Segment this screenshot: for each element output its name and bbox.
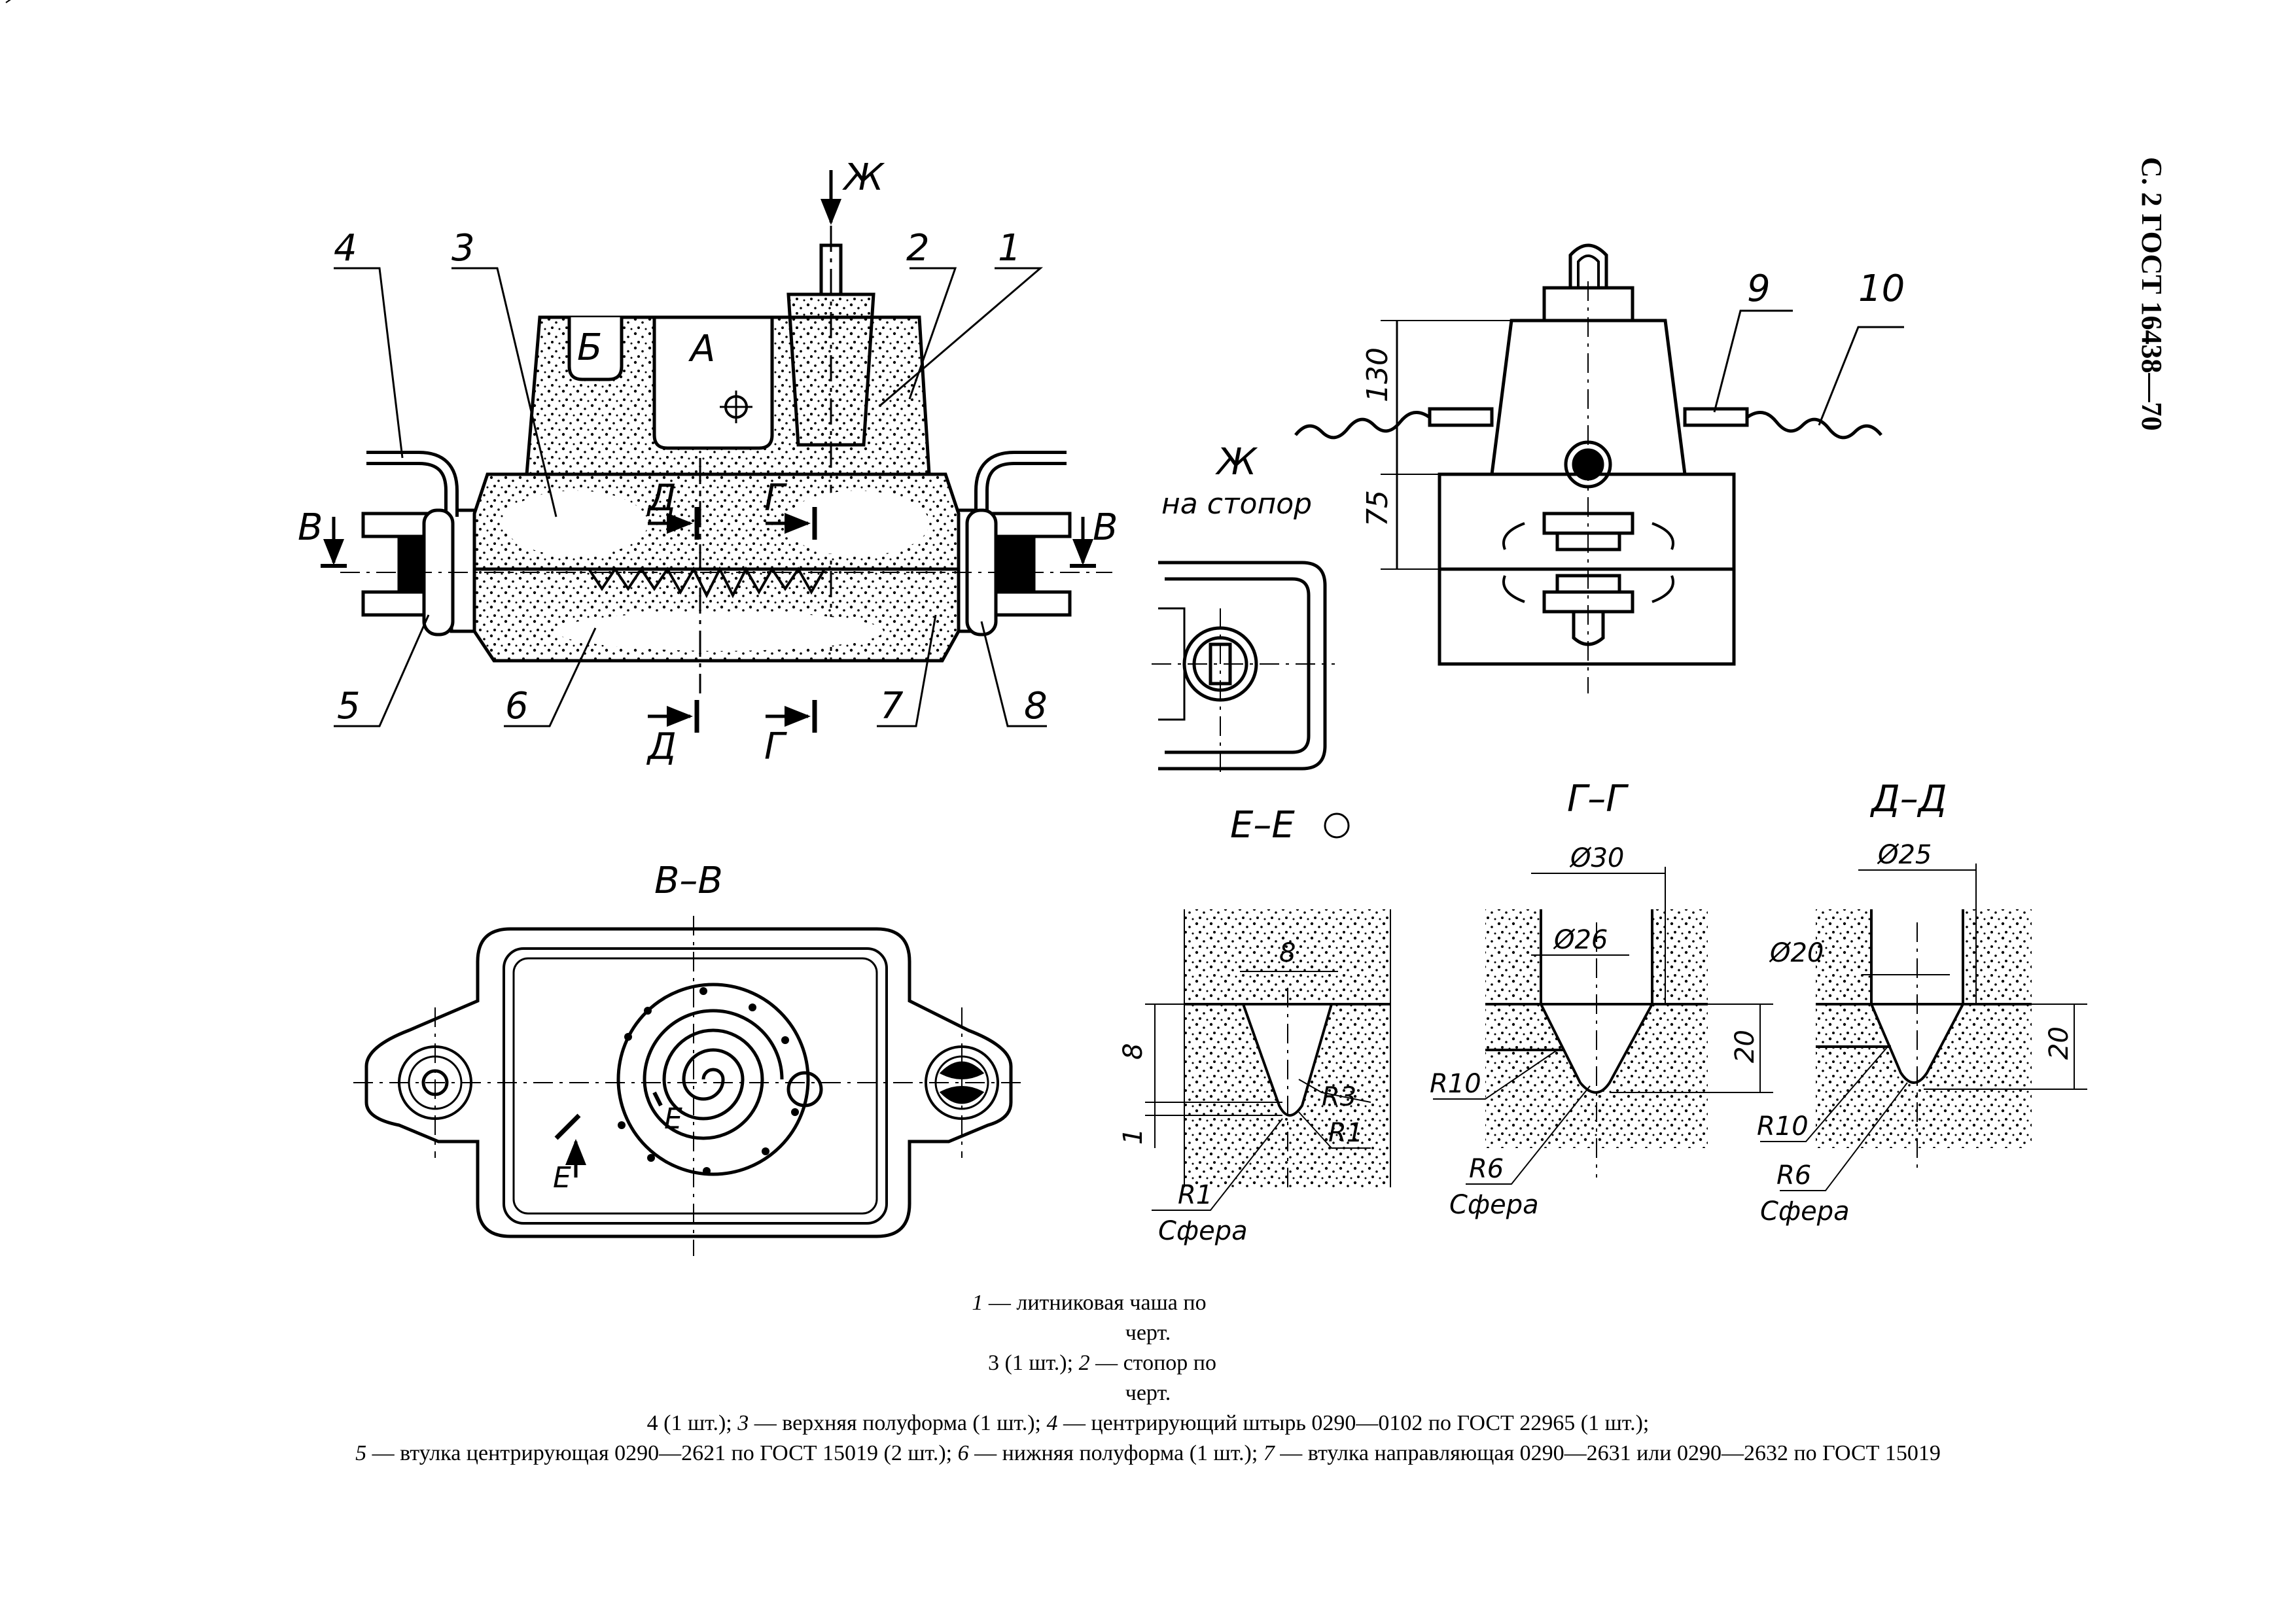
dim-dd-r10: R10 [1757,1111,1809,1142]
dim-75: 75 [1361,490,1394,527]
section-dd [1760,864,2087,1191]
dim-ee-1: 1 [1118,1128,1148,1145]
side-view-labels: 9 10 130 75 Ж на стопор [1161,268,1905,527]
dim-dd-sphere: Сфера [1760,1196,1850,1227]
section-vv-title: В–В [654,860,723,902]
dim-gg-r10: R10 [1430,1069,1481,1099]
main-view-labels: 4 3 2 1 Ж Б А В В Д Г Д Г 5 6 7 8 [298,156,1118,768]
label-d-top: Д [646,477,677,519]
dim-gg-20: 20 [1730,1030,1760,1063]
section-vv-labels: В–В E E [553,860,723,1195]
dim-ee-8-height: 8 [1118,1043,1148,1060]
section-gg-title: Г–Г [1567,778,1629,820]
label-zh: Ж [842,156,885,199]
label-g-top: Г [764,477,787,519]
dim-dd-r6: R6 [1776,1161,1811,1191]
label-1: 1 [998,227,1021,270]
dim-130: 130 [1361,347,1394,402]
label-4: 4 [334,227,357,270]
label-g-bottom: Г [764,725,787,768]
section-dd-labels: Д–Д Ø25 Ø20 20 R10 R6 Сфера [1757,778,2074,1227]
dim-dd-d25: Ø25 [1877,840,1932,870]
label-10: 10 [1858,268,1905,310]
view-zh [1152,561,1335,772]
dim-ee-8-width: 8 [1279,938,1296,968]
label-a: А [688,328,715,370]
label-e-inner: E [664,1102,682,1136]
label-b: Б [577,326,602,369]
section-vv [353,916,1027,1256]
caption-line-1: 1 — литниковая чаша по [972,1291,1207,1315]
dim-dd-d20: Ø20 [1769,938,1824,968]
caption-line-6: 5 — втулка центрирующая 0290—2621 по ГОС… [355,1441,1941,1465]
label-e-left: E [553,1161,571,1195]
section-ee-labels: Е–Е 8 8 1 R3 R1 R1 Сфера [1118,804,1363,1246]
view-zh-title: Ж [1215,441,1258,483]
dim-ee-r1: R1 [1178,1180,1212,1210]
view-zh-note: на стопор [1161,487,1312,521]
cavity-b [567,317,624,381]
dim-gg-d26: Ø26 [1553,925,1608,955]
label-8: 8 [1024,685,1048,727]
label-3: 3 [451,227,475,270]
main-assembly-view [321,170,1112,733]
section-ee-title: Е–Е [1230,804,1295,846]
label-v-right: В [1093,506,1118,549]
dim-gg-d30: Ø30 [1569,843,1624,873]
label-6: 6 [505,685,529,727]
label-v-left: В [298,506,323,549]
caption-line-4: черт. [1125,1381,1171,1405]
section-gg [1433,867,1773,1185]
caption-line-3: 3 (1 шт.); 2 — стопор по [988,1351,1216,1375]
side-view [5,0,1904,693]
dim-ee-r1-right: R1 [1328,1118,1363,1148]
caption-line-5: 4 (1 шт.); 3 — верхняя полуформа (1 шт.)… [646,1411,1650,1435]
section-dd-title: Д–Д [1869,778,1947,820]
dim-gg-sphere: Сфера [1449,1190,1539,1220]
label-7: 7 [880,685,904,727]
section-gg-labels: Г–Г Ø30 Ø26 20 R10 R6 Сфера [1430,778,1760,1220]
dim-dd-20: 20 [2044,1026,2074,1060]
section-ee [1145,812,1391,1211]
label-5: 5 [337,685,361,727]
label-d-bottom: Д [646,725,677,768]
caption-line-2: черт. [1125,1321,1171,1345]
dim-gg-r6: R6 [1469,1154,1504,1184]
dim-ee-sphere: Сфера [1158,1216,1248,1246]
dim-ee-r3: R3 [1322,1082,1356,1112]
gating-teeth [588,566,826,599]
label-9: 9 [1747,268,1771,310]
label-2: 2 [906,227,930,270]
